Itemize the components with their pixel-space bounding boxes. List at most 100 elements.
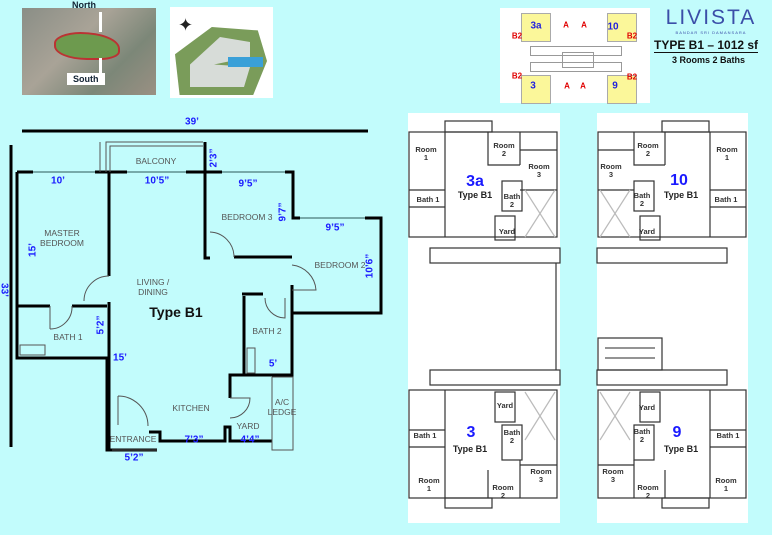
keyplan-corridor <box>530 46 622 56</box>
outer-wall <box>285 170 300 220</box>
unit-bath2: Bath 2 <box>633 191 651 208</box>
keyplan-highlight <box>607 13 637 42</box>
south-label: South <box>67 73 105 85</box>
outer-wall <box>149 425 272 443</box>
interior-wall <box>203 142 210 260</box>
room-label-bath1: BATH 1 <box>53 332 83 342</box>
room-label-living-dining: LIVING / DINING <box>136 277 170 297</box>
balcony-rail <box>109 145 203 172</box>
unit-bath2: Bath 2 <box>503 428 521 445</box>
door-swing <box>291 264 317 291</box>
door-swing <box>264 297 286 319</box>
aerial-location-map: South <box>22 8 156 95</box>
unit-room2: Room 2 <box>492 483 514 500</box>
keyplan-unit-b2: B2 <box>626 72 638 82</box>
dim-yard-width: 4’4” <box>240 434 260 446</box>
logo-tagline: BANDAR SRI DAMANSARA <box>675 30 747 35</box>
unit-number-9: 9 <box>672 424 682 441</box>
livista-logo: LIVISTA BANDAR SRI DAMANSARA <box>662 6 760 35</box>
unit-yard: Yard <box>638 227 656 236</box>
unit-yard: Yard <box>638 403 656 412</box>
dim-living-depth: 15’ <box>113 352 127 364</box>
keyplan-unit-3: 3 <box>530 80 536 92</box>
unit-room1: Room 1 <box>715 476 737 493</box>
room-label-bedroom2: BEDROOM 2 <box>314 260 366 270</box>
unit-bath2: Bath 2 <box>503 192 521 209</box>
unit-room3: Room 3 <box>600 162 622 179</box>
north-arrow-icon <box>99 12 102 32</box>
dim-master-width: 10’ <box>51 175 65 187</box>
keyplan-highlight <box>607 75 637 104</box>
unit-type-label: Type B1 <box>663 444 699 454</box>
south-arrow-icon <box>99 58 102 76</box>
keyplan-unit-10: 10 <box>607 21 619 33</box>
unit-location-plan-left <box>408 113 560 523</box>
room-label-master-bedroom: MASTER BEDROOM <box>40 228 84 248</box>
dim-entrance-width: 5’2” <box>124 452 144 464</box>
unit-number-3: 3 <box>466 424 476 441</box>
keyplan-unit-3a: 3a <box>530 20 542 32</box>
unit-bath1: Bath 1 <box>716 431 740 440</box>
unit-room1: Room 1 <box>415 145 437 162</box>
overall-width-label: 39’ <box>185 116 199 128</box>
unit-bath1: Bath 1 <box>416 195 440 204</box>
room-label-kitchen: KITCHEN <box>172 403 210 413</box>
unit-room3: Room 3 <box>530 467 552 484</box>
door-swing <box>83 275 110 302</box>
unit-room2: Room 2 <box>637 483 659 500</box>
unit-type-label: Type B1 <box>663 190 699 200</box>
balcony-rail <box>105 141 203 172</box>
unit-bath1: Bath 1 <box>714 195 738 204</box>
keyplan-unit-b2: B2 <box>511 71 523 81</box>
dim-bath2-width: 5’ <box>268 358 278 370</box>
door-swing <box>209 231 235 258</box>
unit-yard: Yard <box>496 401 514 410</box>
keyplan-core <box>562 52 594 68</box>
keyplan-unit-a: A <box>563 20 569 30</box>
unit-room2: Room 2 <box>493 141 515 158</box>
door-swing <box>229 397 251 419</box>
keyplan-unit-b2: B2 <box>626 31 638 41</box>
keyplan-unit-a: A <box>564 81 570 91</box>
dim-kitchen-width: 7’3” <box>184 434 204 446</box>
door-swing <box>117 395 149 427</box>
room-label-bath2: BATH 2 <box>252 326 282 336</box>
room-label-balcony: BALCONY <box>135 156 177 166</box>
logo-wordmark: LIVISTA <box>665 6 757 29</box>
unit-room2: Room 2 <box>637 141 659 158</box>
unit-type-label: Type B1 <box>452 444 488 454</box>
room-label-ac-ledge: A/C LEDGE <box>267 397 297 417</box>
key-plan <box>500 8 650 104</box>
floor-plan-title: Type B1 <box>149 304 203 320</box>
keyplan-unit-9: 9 <box>612 80 618 92</box>
ac-ledge <box>271 376 294 451</box>
compass-icon: ✦ <box>178 15 194 35</box>
dim-bed2-width: 9’5” <box>325 222 345 234</box>
north-label: North <box>72 0 96 10</box>
unit-room3: Room 3 <box>528 162 550 179</box>
door-swing <box>49 305 73 330</box>
unit-number-10: 10 <box>670 172 688 189</box>
dim-bed3-width: 9’5” <box>238 178 258 190</box>
keyplan-unit-a: A <box>581 20 587 30</box>
unit-type-title: TYPE B1 – 1012 sf <box>654 38 759 53</box>
keyplan-unit-a: A <box>580 81 586 91</box>
unit-bath1: Bath 1 <box>413 431 437 440</box>
keyplan-highlight <box>521 75 551 104</box>
unit-number-3a: 3a <box>466 173 484 190</box>
unit-room1: Room 1 <box>716 145 738 162</box>
unit-location-plan-right <box>597 113 748 523</box>
room-label-bedroom3: BEDROOM 3 <box>221 212 273 222</box>
room-label-yard: YARD <box>236 421 260 431</box>
unit-type-label: Type B1 <box>457 190 493 200</box>
room-label-entrance: ENTRANCE <box>109 434 157 444</box>
outer-wall <box>228 285 294 398</box>
keyplan-corridor <box>530 62 622 72</box>
site-boundary <box>54 32 120 60</box>
keyplan-unit-b2: B2 <box>511 31 523 41</box>
dim-balcony-width: 10’5” <box>144 175 170 187</box>
keyplan-highlight <box>521 13 551 42</box>
